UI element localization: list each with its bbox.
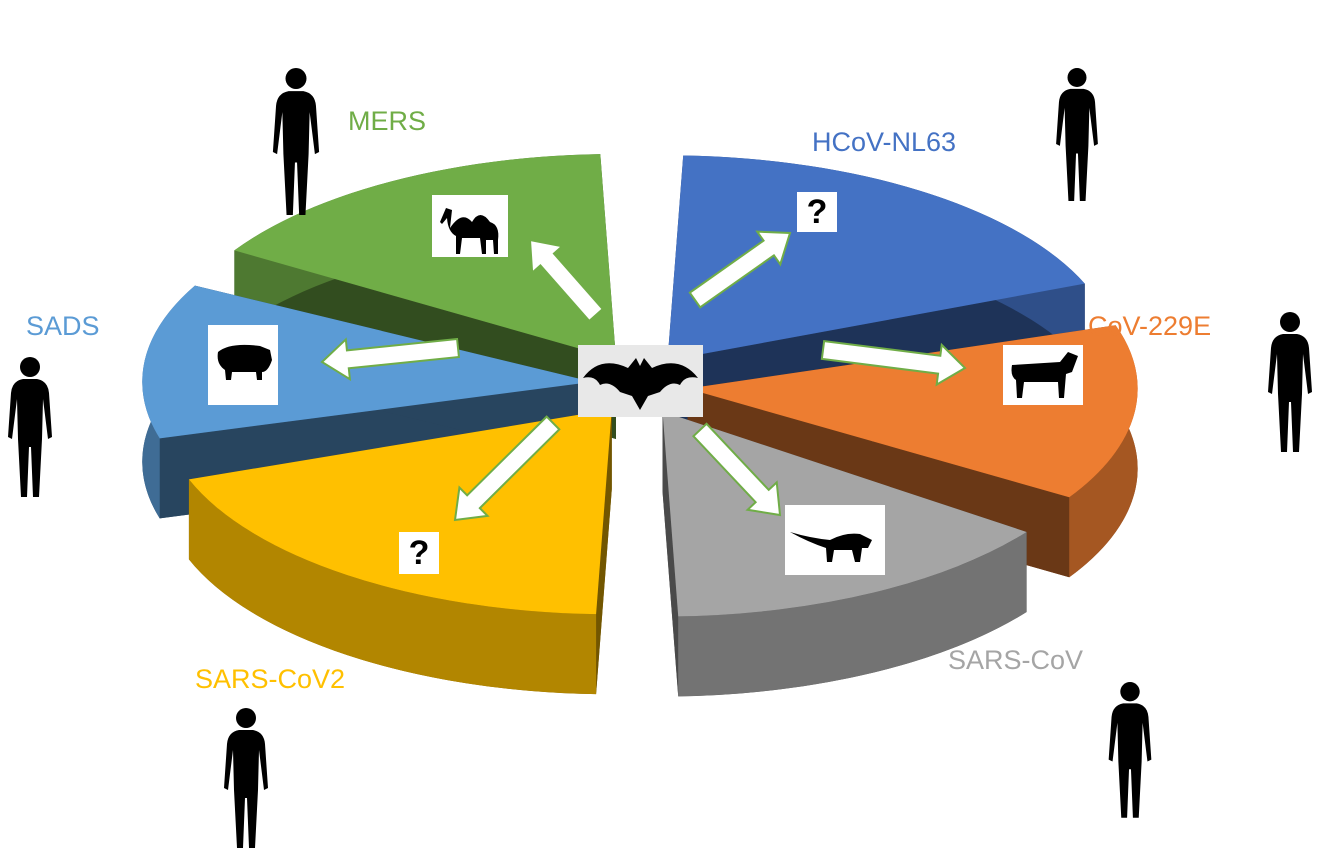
pig-icon — [217, 344, 272, 380]
label-cov-229e: CoV-229E — [1088, 311, 1212, 341]
label-sars-cov: SARS-CoV — [948, 645, 1084, 675]
slice-wall — [678, 531, 1027, 697]
slice-wall — [188, 479, 597, 695]
human-icon — [272, 68, 320, 215]
civet — [785, 505, 885, 575]
slice-top — [667, 155, 1085, 361]
human-icon — [1108, 682, 1152, 818]
cow-icon — [1011, 352, 1078, 398]
human-icon — [8, 357, 52, 497]
label-sads: SADS — [26, 311, 100, 341]
cow — [1003, 345, 1083, 405]
transmission-arrow — [692, 422, 782, 517]
transmission-arrow — [320, 337, 461, 382]
human-icon — [224, 708, 268, 848]
camel-icon — [440, 208, 499, 254]
camel — [432, 195, 508, 257]
question-mark: ? — [408, 533, 430, 572]
bat-source — [578, 345, 703, 417]
slice-edge — [662, 411, 679, 697]
civet-icon — [790, 532, 872, 562]
label-hcov-nl63: HCoV-NL63 — [812, 127, 957, 157]
transmission-arrow — [820, 339, 967, 387]
unknown-host-sars-cov2: ? — [399, 532, 439, 574]
transmission-arrow — [453, 415, 561, 522]
slice-top — [234, 154, 616, 360]
label-sars-cov2: SARS-CoV2 — [195, 664, 346, 694]
bat-icon — [583, 358, 698, 410]
question-mark: ? — [806, 192, 828, 231]
unknown-host-nl63: ? — [797, 192, 837, 232]
human-icon — [1056, 68, 1098, 201]
label-mers: MERS — [348, 106, 427, 136]
human-icon — [1268, 312, 1312, 452]
transmission-arrow — [688, 230, 792, 309]
transmission-arrow — [528, 238, 605, 323]
pig — [208, 325, 278, 405]
